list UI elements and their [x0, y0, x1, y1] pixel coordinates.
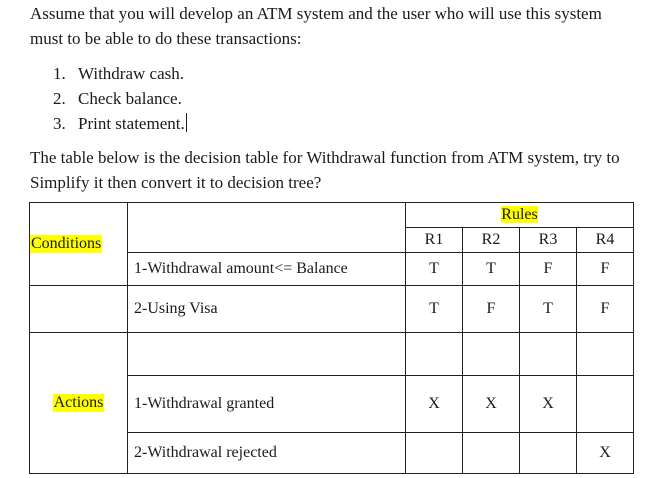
condition-value: F	[576, 252, 634, 286]
list-text: Withdraw cash.	[78, 64, 185, 83]
actions-cell: Actions	[29, 332, 128, 474]
condition-value: T	[405, 285, 463, 333]
list-text: Print statement.	[78, 114, 185, 133]
list-number: 2.	[53, 89, 66, 108]
rule-label: R1	[405, 227, 463, 253]
intro-paragraph: Assume that you will develop an ATM syst…	[30, 4, 602, 48]
condition-value: T	[405, 252, 463, 286]
decision-table: Conditions Rules R1 R2 R3 R4 1-Withdrawa…	[29, 202, 634, 474]
action-value: X	[462, 375, 520, 433]
rules-header-cell: Rules	[405, 202, 634, 228]
condition-text: 2-Using Visa	[127, 285, 406, 333]
action-value	[405, 432, 463, 474]
question-paragraph: The table below is the decision table fo…	[30, 148, 620, 192]
list-item: 2. Check balance.	[53, 86, 187, 111]
list-item: 1. Withdraw cash.	[53, 61, 187, 86]
action-value	[462, 432, 520, 474]
action-value	[576, 375, 634, 433]
text-cursor	[185, 113, 187, 132]
rule-label: R4	[576, 227, 634, 253]
conditions-cell-cont	[29, 285, 128, 333]
conditions-label: Conditions	[30, 235, 103, 253]
spacer-cell	[462, 332, 520, 376]
list-text: Check balance.	[78, 89, 182, 108]
spacer-cell	[127, 332, 406, 376]
action-value: X	[519, 375, 577, 433]
conditions-cell: Conditions	[29, 202, 128, 286]
transaction-list: 1. Withdraw cash. 2. Check balance. 3. Prin…	[53, 61, 187, 136]
condition-value: F	[519, 252, 577, 286]
condition-value: T	[462, 252, 520, 286]
header-blank-cell	[127, 202, 406, 253]
action-text: 2-Withdrawal rejected	[127, 432, 406, 474]
action-value	[519, 432, 577, 474]
condition-value: T	[519, 285, 577, 333]
spacer-cell	[405, 332, 463, 376]
rule-label: R2	[462, 227, 520, 253]
list-number: 3.	[53, 114, 66, 133]
action-value: X	[405, 375, 463, 433]
condition-value: F	[576, 285, 634, 333]
condition-text: 1-Withdrawal amount<= Balance	[127, 252, 406, 286]
actions-label: Actions	[52, 394, 105, 412]
spacer-cell	[519, 332, 577, 376]
spacer-cell	[576, 332, 634, 376]
action-value: X	[576, 432, 634, 474]
action-text: 1-Withdrawal granted	[127, 375, 406, 433]
rule-label: R3	[519, 227, 577, 253]
list-item: 3. Print statement.	[53, 111, 187, 136]
rules-header: Rules	[501, 206, 538, 223]
condition-value: F	[462, 285, 520, 333]
list-number: 1.	[53, 64, 66, 83]
